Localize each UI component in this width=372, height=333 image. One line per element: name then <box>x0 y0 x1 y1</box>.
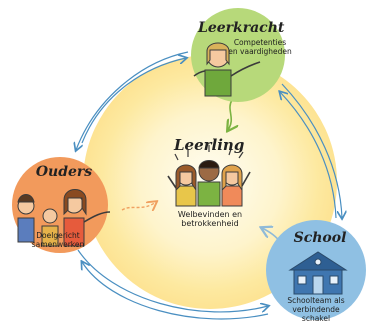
ouders-line2: samenwerken <box>31 240 85 249</box>
arrow-ouders-to-leerling <box>121 202 156 210</box>
students-group-icon <box>167 160 251 207</box>
leerkracht-line1: Competenties <box>233 38 287 47</box>
leerling-subtitle: Welbevinden en betrokkenheid <box>168 210 252 228</box>
arrow-leerkracht-ouders <box>76 51 189 150</box>
school-building-icon <box>288 251 348 295</box>
parents-family-icon <box>17 189 111 247</box>
leerkracht-title: Leerkracht <box>198 20 285 36</box>
arrow-ouders-school <box>77 249 268 313</box>
teacher-icon <box>193 42 261 97</box>
ouders-line1: Doelgericht <box>36 231 80 240</box>
arrow-school-leerkracht <box>280 92 337 219</box>
arrow-leerkracht-to-leerling <box>228 99 232 130</box>
school-subtitle: Schoolteam als verbindende schakel <box>284 296 348 323</box>
school-line2: verbindende <box>292 305 340 314</box>
leerling-title: Leerling <box>174 136 245 154</box>
arrow-ouders-leerkracht <box>81 58 186 144</box>
sparkle-marks <box>174 145 244 161</box>
leerling-line1: Welbevinden en <box>177 210 243 219</box>
leerling-line2: betrokkenheid <box>181 219 239 228</box>
school-line1: Schoolteam als <box>287 296 345 305</box>
leerkracht-subtitle: Competenties en vaardigheden <box>222 38 298 56</box>
school-line3: schakel <box>301 314 331 323</box>
ouders-subtitle: Doelgericht samenwerken <box>26 231 90 249</box>
arrow-leerkracht-school <box>281 83 342 218</box>
arrow-school-ouders <box>82 262 269 320</box>
school-title: School <box>293 230 347 246</box>
ouders-title: Ouders <box>35 164 93 180</box>
cycle-arrows <box>76 51 342 320</box>
leerkracht-line2: en vaardigheden <box>228 47 292 56</box>
